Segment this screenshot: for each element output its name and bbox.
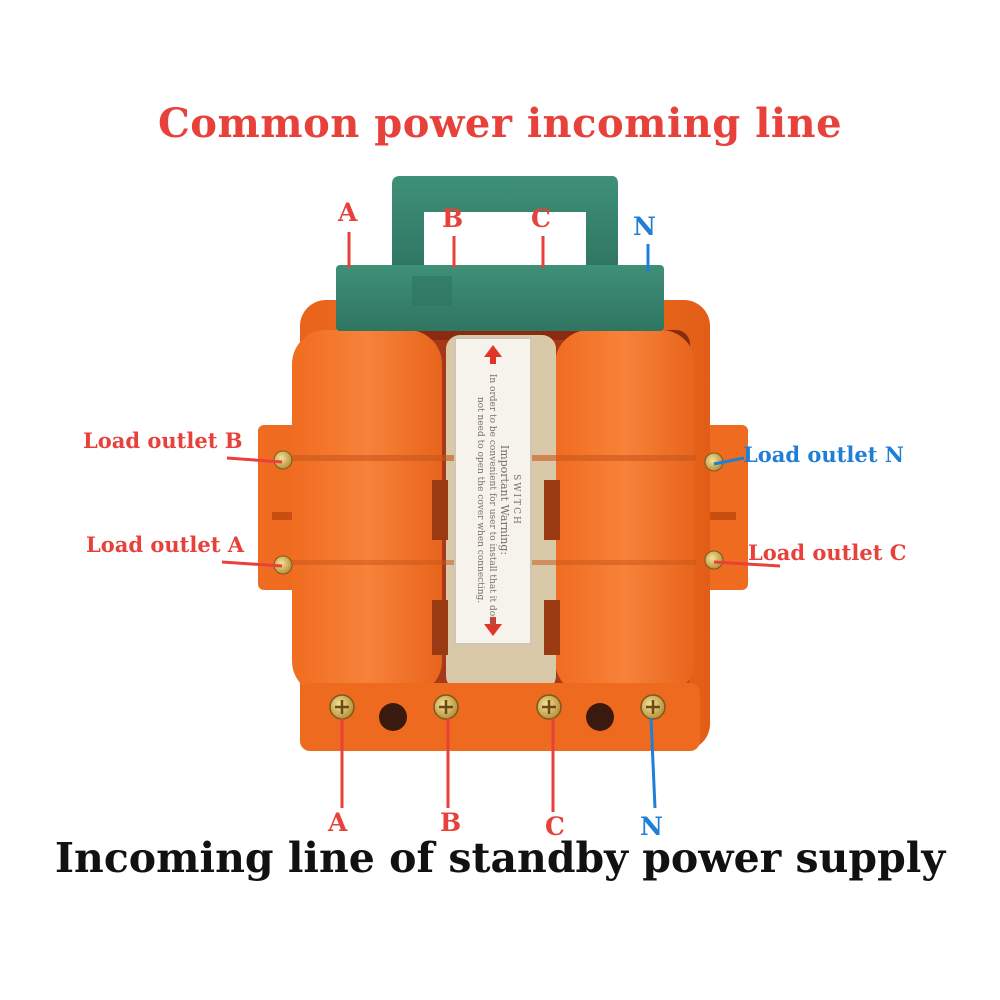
load-outlet-n-label: Load outlet N bbox=[743, 442, 904, 467]
bottom-phase-n: N bbox=[640, 812, 663, 841]
load-outlet-a-label: Load outlet A bbox=[86, 532, 244, 557]
mounting-hole-right bbox=[586, 703, 614, 731]
handle bbox=[392, 176, 618, 272]
bottom-screws bbox=[329, 694, 666, 720]
bottom-phase-a: A bbox=[328, 808, 348, 837]
blade-left bbox=[292, 330, 442, 695]
top-phase-n: N bbox=[633, 212, 656, 241]
load-outlet-c-label: Load outlet C bbox=[748, 540, 907, 565]
bottom-terminal-base bbox=[300, 683, 700, 751]
bottom-phase-c: C bbox=[545, 812, 565, 841]
load-outlet-b-label: Load outlet B bbox=[83, 428, 243, 453]
side-screws bbox=[273, 450, 724, 575]
top-phase-c: C bbox=[531, 204, 551, 233]
warning-heading: Important Warning: bbox=[498, 444, 511, 556]
mounting-hole-left bbox=[379, 703, 407, 731]
warning-line-2: not need to open the cover when connecti… bbox=[475, 396, 485, 604]
warning-switch-text: SWITCH bbox=[511, 474, 521, 526]
handle-bar bbox=[336, 265, 664, 331]
page-title: Common power incoming line bbox=[157, 100, 843, 147]
top-phase-a: A bbox=[338, 198, 358, 227]
blade-right bbox=[555, 330, 695, 695]
warning-label bbox=[454, 337, 532, 645]
top-phase-b: B bbox=[442, 204, 464, 233]
pointer-lines bbox=[221, 232, 781, 812]
bottom-phase-b: B bbox=[440, 808, 462, 837]
warning-label-text: SWITCH Important Warning: In order to be… bbox=[462, 365, 522, 635]
warning-line-1: In order to be convenient for user to in… bbox=[487, 373, 497, 627]
footer-title: Incoming line of standby power supply bbox=[54, 834, 946, 882]
